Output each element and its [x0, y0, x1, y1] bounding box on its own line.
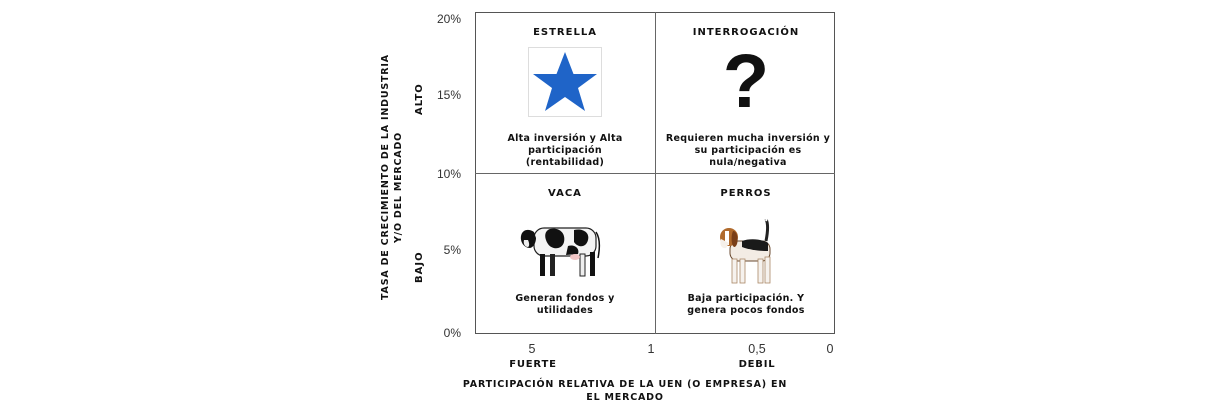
dog-icon	[720, 217, 771, 284]
x-tick-1: 1	[647, 342, 655, 356]
x-axis-title-line1: PARTICIPACIÓN RELATIVA DE LA UEN (O EMPR…	[462, 379, 788, 390]
question-mark-icon: ?	[722, 39, 770, 124]
x-tick-0: 0	[826, 342, 834, 356]
horizontal-divider	[475, 173, 835, 174]
dog-desc-line1: Baja participación. Y	[687, 293, 805, 304]
y-tick-10: 10%	[436, 167, 461, 181]
x-axis-title-line2: EL MERCADO	[586, 392, 664, 403]
star-desc-line1: Alta inversión y Alta	[507, 133, 623, 144]
dog-quadrant-title: PERROS	[720, 188, 772, 199]
y-tick-20: 20%	[436, 12, 461, 26]
y-tick-0: 0%	[443, 326, 461, 340]
x-strong-label: FUERTE	[509, 359, 557, 370]
question-desc-line1: Requieren mucha inversión y	[665, 133, 831, 144]
y-low-label: BAJO	[414, 251, 425, 283]
question-desc-line3: nula/negativa	[709, 157, 787, 168]
x-weak-label: DEBIL	[738, 359, 776, 370]
y-axis-title-line1: TASA DE CRECIMIENTO DE LA INDUSTRIA	[380, 54, 391, 300]
y-high-label: ALTO	[414, 83, 425, 115]
cow-icon	[520, 227, 601, 277]
x-tick-5: 5	[528, 342, 536, 356]
question-desc-line2: su participación es	[694, 145, 802, 156]
x-tick-0-5: 0,5	[748, 342, 766, 356]
star-desc-line3: (rentabilidad)	[525, 157, 605, 168]
question-quadrant-title: INTERROGACIÓN	[692, 27, 800, 38]
y-tick-15: 15%	[436, 88, 461, 102]
star-quadrant-title: ESTRELLA	[533, 27, 597, 38]
cow-desc-line1: Generan fondos y	[515, 293, 615, 304]
cow-quadrant-title: VACA	[548, 188, 582, 199]
star-icon	[528, 47, 602, 117]
dog-desc-line2: genera pocos fondos	[687, 305, 805, 316]
y-axis-title-line2: Y/O DEL MERCADO	[393, 131, 404, 243]
star-desc-line2: participación	[528, 145, 602, 156]
y-tick-5: 5%	[443, 243, 461, 257]
cow-desc-line2: utilidades	[536, 305, 594, 316]
